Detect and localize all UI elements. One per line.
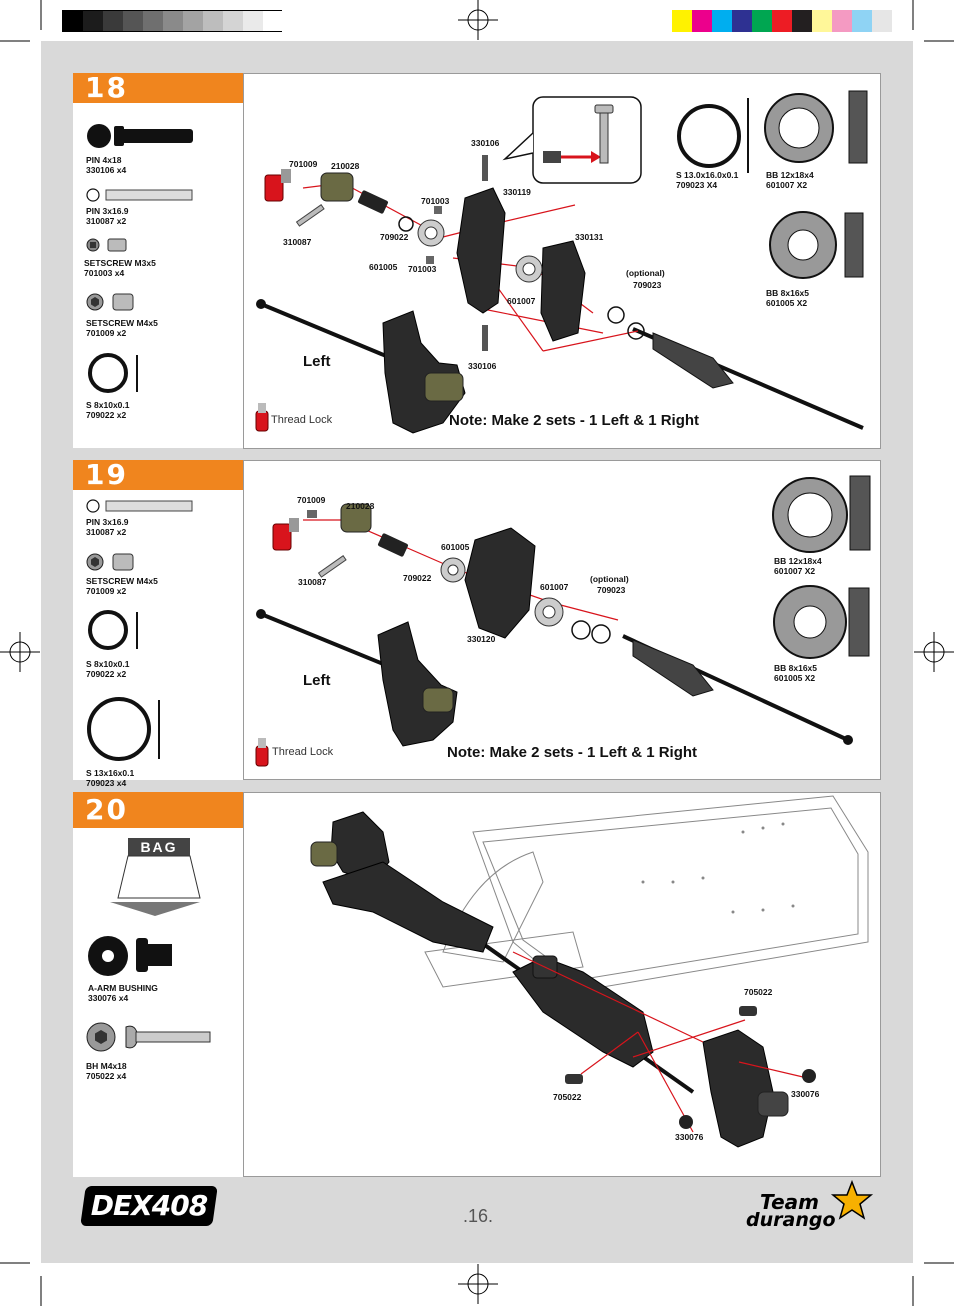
label-330076: 330076 (791, 1089, 820, 1099)
calibration-swatch (672, 10, 692, 32)
label-330120: 330120 (467, 634, 496, 644)
button-head-screw-icon (86, 1022, 211, 1052)
label-705022: 705022 (553, 1092, 582, 1102)
pin-3x16-icon (86, 188, 193, 202)
label-optional: (optional) (626, 268, 665, 278)
thread-lock-label: Thread Lock (272, 746, 334, 758)
setscrew-m4-icon (86, 553, 134, 571)
label-330131: 330131 (575, 232, 604, 242)
label-705022: 705022 (744, 987, 773, 997)
calibration-swatch (692, 10, 712, 32)
shim-13x16-icon (87, 697, 160, 761)
step20-number: 20 (73, 792, 243, 828)
calibration-swatch (732, 10, 752, 32)
thread-lock-label: Thread Lock (271, 414, 333, 426)
calibration-swatch (83, 11, 103, 31)
color-calibration-bar (672, 10, 892, 32)
shim-8x10-icon (88, 610, 138, 650)
label-701009: 701009 (297, 495, 326, 505)
page-number: .16. (462, 1206, 494, 1226)
bag-label: BAG (140, 839, 178, 855)
a-arm-bushing-icon (88, 936, 172, 976)
calibration-swatch (103, 11, 123, 31)
label-709022: 709022 (380, 232, 409, 242)
grayscale-calibration-bar (62, 10, 283, 32)
step19-assembly-diagram (255, 475, 871, 767)
label-310087: 310087 (298, 577, 327, 587)
calibration-swatch (143, 11, 163, 31)
side-label: Left (303, 672, 331, 689)
calibration-swatch (223, 11, 243, 31)
label-330076: 330076 (675, 1132, 704, 1142)
label-330119: 330119 (503, 187, 531, 197)
setscrew-m3-icon (86, 238, 127, 252)
calibration-swatch (183, 11, 203, 31)
calibration-swatch (243, 11, 263, 31)
calibration-swatch (772, 10, 792, 32)
step20-assembly-diagram (310, 795, 869, 1148)
step18-number: 18 (73, 73, 243, 103)
calibration-swatch (63, 11, 83, 31)
setscrew-m4-icon (86, 293, 134, 311)
team-durango-star-icon (830, 1179, 874, 1220)
label-330106: 330106 (471, 138, 500, 148)
calibration-swatch (752, 10, 772, 32)
label-210028: 210028 (331, 161, 360, 171)
team-durango-logo-bottom: durango (746, 1209, 836, 1231)
step19-number: 19 (73, 460, 243, 490)
pin-4x18-icon (87, 124, 193, 148)
label-310087: 310087 (283, 237, 312, 247)
calibration-swatch (852, 10, 872, 32)
side-label: Left (303, 353, 331, 370)
bag-icon (110, 838, 201, 916)
step18-assembly-diagram (255, 90, 868, 434)
pin-3x16-icon (86, 499, 193, 513)
label-701003: 701003 (408, 264, 437, 274)
label-701009: 701009 (289, 159, 318, 169)
label-709023: 709023 (597, 585, 626, 595)
step18-note: Note: Make 2 sets - 1 Left & 1 Right (449, 412, 700, 429)
label-optional: (optional) (590, 574, 629, 584)
calibration-swatch (872, 10, 892, 32)
label-601005: 601005 (369, 262, 398, 272)
label-210028: 210028 (346, 501, 375, 511)
label-601007: 601007 (540, 582, 569, 592)
label-709023: 709023 (633, 280, 662, 290)
calibration-swatch (792, 10, 812, 32)
calibration-swatch (832, 10, 852, 32)
shim-8x10-icon (88, 353, 138, 393)
calibration-swatch (203, 11, 223, 31)
label-701003: 701003 (421, 196, 450, 206)
calibration-swatch (263, 11, 283, 31)
team-durango-logo-top: Team (760, 1190, 819, 1214)
calibration-swatch (712, 10, 732, 32)
label-709022: 709022 (403, 573, 432, 583)
calibration-swatch (163, 11, 183, 31)
label-601007: 601007 (507, 296, 536, 306)
label-330106: 330106 (468, 361, 497, 371)
calibration-swatch (812, 10, 832, 32)
step19-note: Note: Make 2 sets - 1 Left & 1 Right (447, 744, 698, 761)
calibration-swatch (123, 11, 143, 31)
dex408-logo-text: DEX408 (90, 1189, 208, 1222)
label-601005: 601005 (441, 542, 470, 552)
